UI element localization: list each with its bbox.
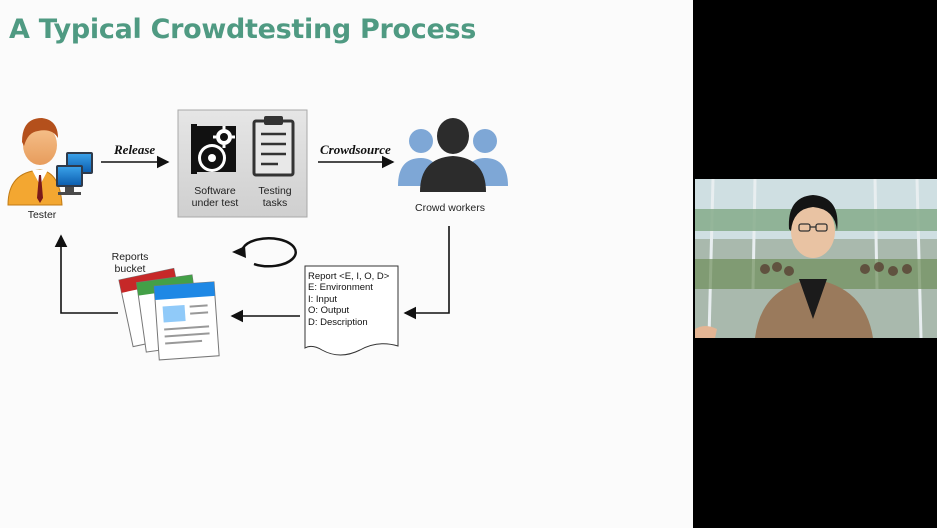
computer-icon <box>56 152 93 195</box>
report-contents: Report <E, I, O, D> E: Environment I: In… <box>308 271 400 328</box>
cycle-arrow-icon <box>232 237 297 268</box>
release-label: Release <box>114 142 156 157</box>
report-line: E: Environment <box>308 282 373 294</box>
crowdtesting-diagram <box>7 109 508 361</box>
feedback-arrow <box>54 234 118 314</box>
report-line: D: Description <box>308 316 368 328</box>
tester-label: Tester <box>27 209 57 221</box>
presenter-video <box>695 179 937 338</box>
crowd-workers-label: Crowd workers <box>414 202 485 214</box>
crowdsource-label: Crowdsource <box>320 142 391 157</box>
report-line: I: Input <box>308 293 338 305</box>
reports-bucket-icon <box>118 267 220 361</box>
crowd-icon <box>398 118 508 192</box>
clipboard-icon <box>252 116 295 177</box>
submit-report-arrow <box>403 226 450 320</box>
reports-bucket-label: Reports bucket <box>111 251 149 275</box>
tester-person-icon <box>7 118 63 206</box>
presentation-slide: A Typical Crowdtesting Process <box>0 0 693 528</box>
software-under-test-label: Software under test <box>191 185 239 209</box>
testing-tasks-label: Testing tasks <box>258 185 292 209</box>
report-line: Report <E, I, O, D> <box>308 271 390 282</box>
disc-gear-icon <box>191 124 236 174</box>
presenter-video-feed <box>695 179 937 338</box>
slide-title: A Typical Crowdtesting Process <box>9 14 477 45</box>
report-document-icon <box>304 265 399 356</box>
report-line: O: Output <box>308 305 350 317</box>
